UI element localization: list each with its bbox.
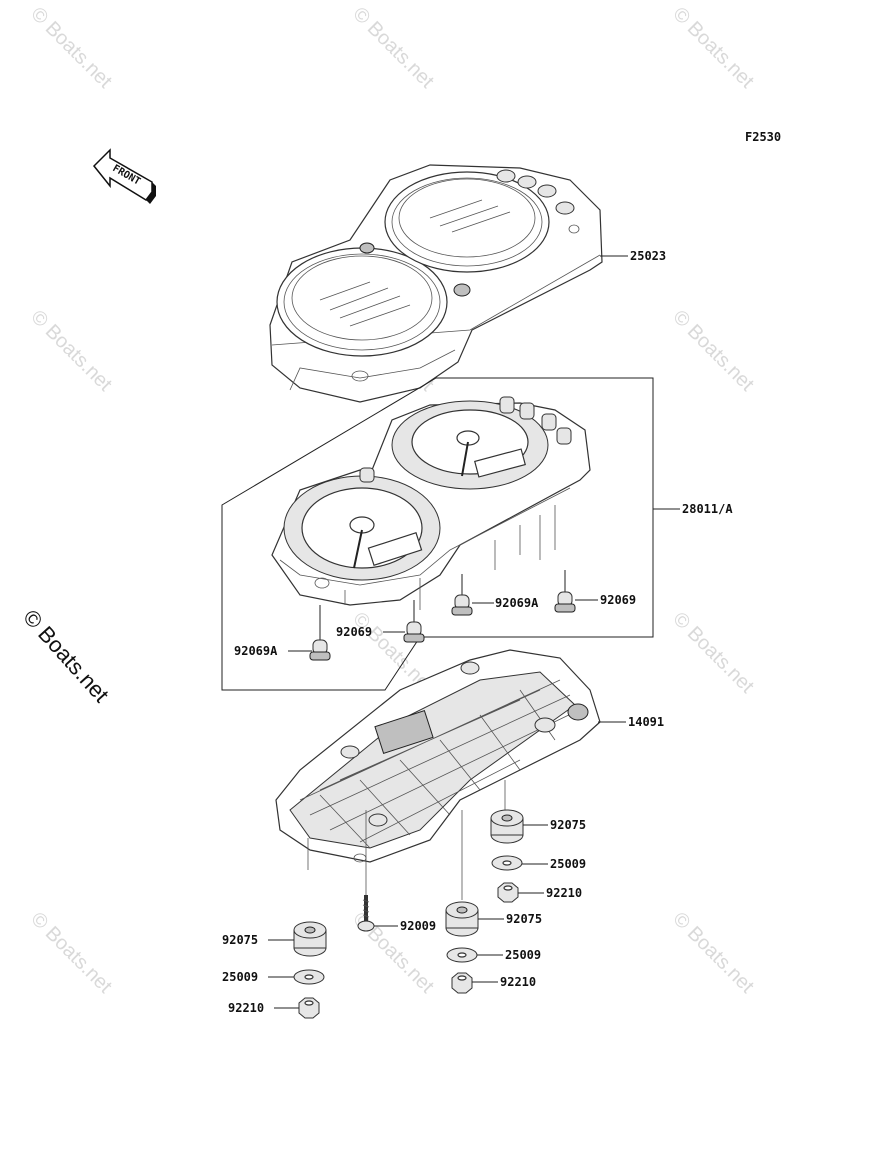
part-label-92210: 92210 xyxy=(546,886,582,900)
part-label-92069a: 92069A xyxy=(234,644,278,658)
part-label-92075: 92075 xyxy=(222,933,258,947)
bulb-icon xyxy=(309,605,331,661)
washer-icon xyxy=(293,969,325,985)
grommet-icon xyxy=(490,809,524,844)
part-label-92069: 92069 xyxy=(336,625,372,639)
watermark: © Boats.net xyxy=(26,908,116,998)
part-label-92210: 92210 xyxy=(500,975,536,989)
watermark: © Boats.net xyxy=(668,3,758,93)
part-label-92009: 92009 xyxy=(400,919,436,933)
meter-cover xyxy=(269,164,603,403)
assembly-boundary xyxy=(221,377,654,691)
part-label-92075: 92075 xyxy=(550,818,586,832)
part-label-28011a: 28011/A xyxy=(682,502,733,516)
figure-code: F2530 xyxy=(745,130,781,144)
nut-icon xyxy=(298,997,320,1019)
nut-icon xyxy=(497,882,519,903)
screw-icon xyxy=(357,895,375,932)
bulb-icon xyxy=(554,570,576,613)
washer-icon xyxy=(446,947,478,963)
part-label-92069a: 92069A xyxy=(495,596,539,610)
part-label-92069: 92069 xyxy=(600,593,636,607)
part-label-14091: 14091 xyxy=(628,715,664,729)
meter-case xyxy=(275,649,601,900)
grommet-icon xyxy=(293,921,327,957)
watermark: © Boats.net xyxy=(348,3,438,93)
part-labels: 25023 28011/A 92069A 92069 92069 92069A … xyxy=(222,249,733,1015)
part-label-25009: 25009 xyxy=(505,948,541,962)
part-label-25009: 25009 xyxy=(222,970,258,984)
watermark: © Boats.net xyxy=(668,608,758,698)
part-label-92075: 92075 xyxy=(506,912,542,926)
bulb-icon xyxy=(403,600,425,643)
front-arrow-icon: FRONT xyxy=(92,148,156,204)
watermark: © Boats.net xyxy=(26,3,116,93)
watermark: © Boats.net xyxy=(668,908,758,998)
part-label-92210: 92210 xyxy=(228,1001,264,1015)
bulb-icon xyxy=(451,574,473,616)
watermark: © Boats.net xyxy=(668,306,758,396)
part-label-25009: 25009 xyxy=(550,857,586,871)
side-watermark: © Boats.net xyxy=(18,605,114,707)
part-label-25023: 25023 xyxy=(630,249,666,263)
nut-icon xyxy=(451,972,473,994)
washer-icon xyxy=(491,855,523,871)
meter-assembly xyxy=(271,396,591,610)
watermark: © Boats.net xyxy=(26,306,116,396)
leader-lines xyxy=(268,255,680,1009)
grommet-icon xyxy=(445,901,479,937)
